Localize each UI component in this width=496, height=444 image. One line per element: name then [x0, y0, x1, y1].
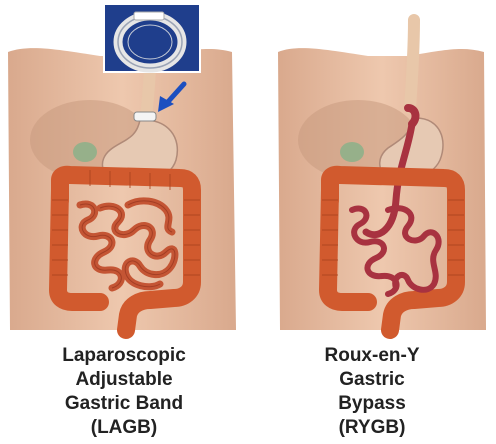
caption-line: Laparoscopic — [0, 344, 248, 368]
gallbladder — [340, 142, 364, 162]
gallbladder — [73, 142, 97, 162]
caption-line: Bypass — [248, 392, 496, 416]
caption-line: (RYGB) — [248, 416, 496, 440]
caption-line: Roux-en-Y — [248, 344, 496, 368]
torso — [8, 48, 236, 330]
rygb-panel: Roux-en-Y Gastric Bypass (RYGB) — [248, 0, 496, 444]
caption-line: Gastric Band — [0, 392, 248, 416]
rygb-illustration — [248, 0, 496, 340]
caption-line: (LAGB) — [0, 416, 248, 440]
lagb-caption: Laparoscopic Adjustable Gastric Band (LA… — [0, 344, 248, 440]
lagb-illustration — [0, 0, 248, 340]
rygb-caption: Roux-en-Y Gastric Bypass (RYGB) — [248, 344, 496, 440]
caption-line: Gastric — [248, 368, 496, 392]
esophagus — [410, 20, 414, 108]
caption-line: Adjustable — [0, 368, 248, 392]
lagb-panel: Laparoscopic Adjustable Gastric Band (LA… — [0, 0, 248, 444]
gastric-band — [134, 112, 156, 121]
